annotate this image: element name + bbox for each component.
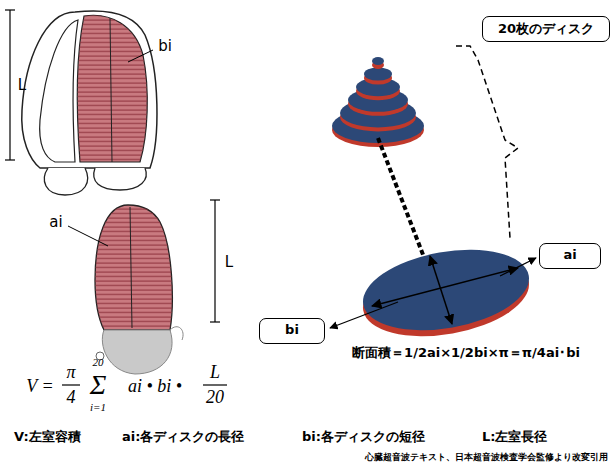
callout-box: bi (259, 318, 325, 344)
four-chamber-heart (5, 10, 157, 195)
fraction-bar (62, 384, 80, 385)
legend-definition: L:左室長径 (482, 430, 547, 444)
axis-label: ai (49, 214, 62, 231)
formula-term: Σ (90, 370, 107, 401)
callout-box: ai (539, 243, 601, 269)
formula-term: 20 (93, 356, 104, 368)
axis-label: bi (158, 38, 172, 55)
fraction-bar (203, 384, 227, 385)
dimension-label: L (18, 77, 26, 94)
formula-term: V = (26, 377, 53, 397)
two-chamber-heart (68, 200, 220, 374)
formula-term: 4 (67, 388, 76, 408)
callout-text: bi (268, 322, 316, 337)
callout-box: 20枚のディスク (482, 16, 610, 42)
disk-stack (332, 57, 424, 147)
formula-term: L (210, 363, 220, 383)
callout-text: ai (548, 247, 592, 262)
formula-term: i=1 (90, 401, 106, 413)
formula-term: π (66, 363, 75, 383)
cross-section-disk (330, 238, 536, 348)
formula-term: 20 (206, 388, 224, 408)
area-formula: 断面積＝1/2ai×1/2bi×π＝π/4ai･bi (352, 346, 580, 360)
legend-definition: ai:各ディスクの長径 (122, 430, 244, 444)
formula-term: ai • bi • (128, 377, 182, 397)
dimension-label: L (225, 254, 233, 271)
source-note: 心臓超音波テキスト、日本超音波検査学会監修より改変引用 (365, 453, 608, 463)
legend-definition: V:左室容積 (14, 430, 81, 444)
dashed-brace (456, 46, 518, 238)
legend-definition: bi:各ディスクの短径 (302, 430, 425, 444)
callout-text: 20枚のディスク (491, 20, 601, 38)
